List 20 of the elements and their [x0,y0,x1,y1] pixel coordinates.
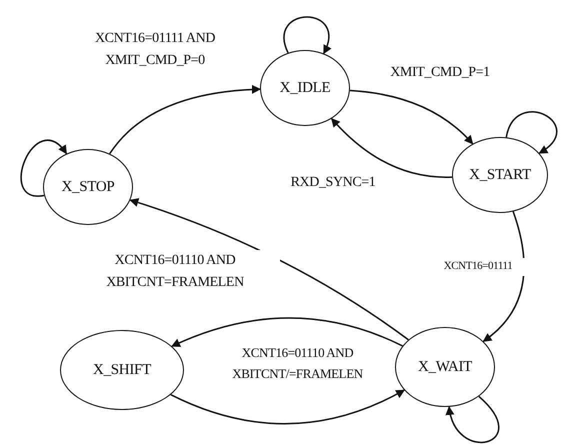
arrow [482,211,525,342]
arrow [331,118,452,178]
arrow [20,140,68,196]
arrow [506,111,558,154]
arrow [109,85,261,154]
arrow [350,90,474,144]
state-name: X_SHIFT [93,362,151,378]
state-name: X_IDLE [280,80,330,96]
state-ellipse [452,137,548,213]
arrow [129,198,409,340]
state-ellipse [260,50,350,126]
state-ellipse [43,149,133,225]
state-name: X_START [469,166,531,184]
state-name: X_WAIT [418,358,472,376]
state-ellipse [60,330,184,410]
arrow [446,396,500,444]
arrow [170,389,406,424]
arrow [284,16,331,54]
state-name: X_STOP [62,178,114,196]
arrow [171,317,403,348]
